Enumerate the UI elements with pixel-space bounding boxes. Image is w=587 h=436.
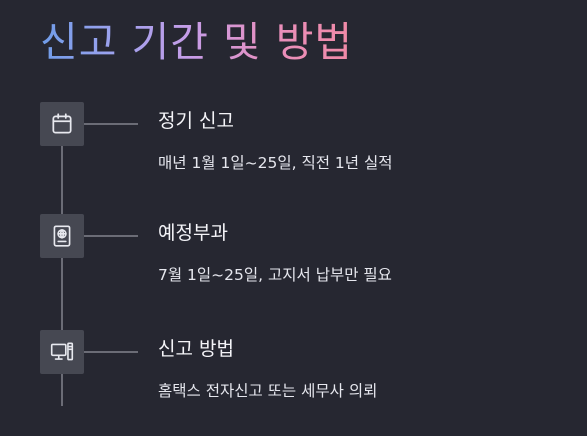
connector-line — [84, 123, 138, 125]
timeline-item-regular-filing: 정기 신고 매년 1월 1일~25일, 직전 1년 실적 — [0, 102, 587, 192]
connector-line — [84, 351, 138, 353]
calendar-icon — [40, 102, 84, 146]
item-description: 7월 1일~25일, 고지서 납부만 필요 — [158, 266, 392, 284]
timeline-item-scheduled-assessment: 예정부과 7월 1일~25일, 고지서 납부만 필요 — [0, 214, 587, 304]
timeline-line — [61, 110, 63, 406]
item-description: 홈택스 전자신고 또는 세무사 의뢰 — [158, 382, 378, 400]
item-title: 정기 신고 — [158, 110, 234, 132]
item-title: 신고 방법 — [158, 338, 234, 360]
computer-icon — [40, 330, 84, 374]
item-title: 예정부과 — [158, 222, 228, 244]
connector-line — [84, 235, 138, 237]
page-title: 신고 기간 및 방법 — [40, 14, 353, 70]
timeline-item-filing-method: 신고 방법 홈택스 전자신고 또는 세무사 의뢰 — [0, 330, 587, 420]
item-description: 매년 1월 1일~25일, 직전 1년 실적 — [158, 154, 393, 172]
passport-icon — [40, 214, 84, 258]
